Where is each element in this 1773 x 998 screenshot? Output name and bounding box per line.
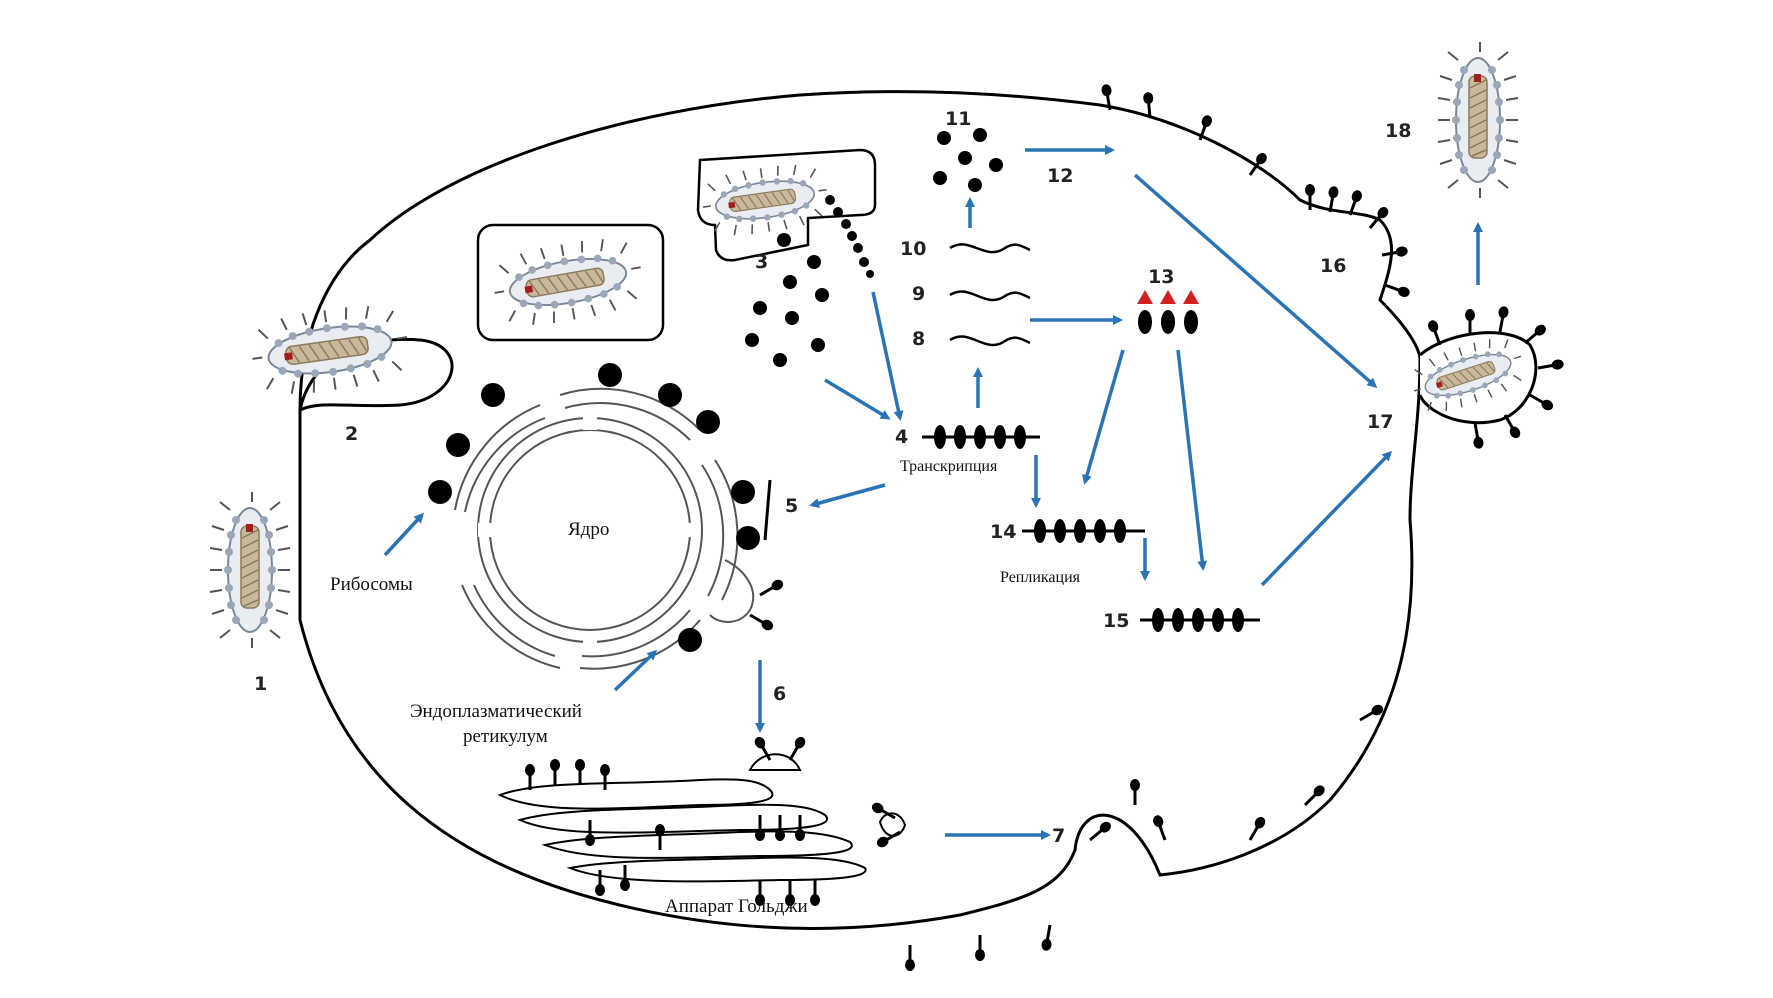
cell-membrane <box>298 90 1422 930</box>
nucleus-label: Ядро <box>568 519 609 540</box>
golgi-apparatus <box>497 753 907 883</box>
genome-chain-4 <box>922 425 1040 449</box>
step-1: 1 <box>254 673 267 695</box>
er-label-line2: ретикулум <box>463 726 548 747</box>
virion-icon <box>1437 41 1519 199</box>
step-16: 16 <box>1320 255 1346 277</box>
step-numbers: 1 2 3 4 5 6 7 8 9 10 11 12 13 14 15 16 1… <box>254 108 1411 847</box>
step-2: 2 <box>345 423 358 445</box>
step-7: 7 <box>1052 825 1065 847</box>
step-4: 4 <box>895 426 908 448</box>
membrane-glycoproteins <box>903 82 1387 973</box>
genome-chain-15 <box>1140 608 1260 632</box>
protein-dots-11 <box>933 128 1003 192</box>
step-12: 12 <box>1047 165 1073 187</box>
step-10: 10 <box>900 238 926 260</box>
step-8: 8 <box>912 328 925 350</box>
transcription-label: Транскрипция <box>900 458 998 475</box>
step-9: 9 <box>912 283 925 305</box>
rna-strand-icon <box>949 243 1031 347</box>
step-14: 14 <box>990 521 1016 543</box>
ribosomes-label: Рибосомы <box>330 574 413 595</box>
virion-icon <box>209 491 291 649</box>
nascent-protein <box>763 479 772 541</box>
nucleus <box>477 414 703 646</box>
rnp-chain <box>825 195 874 278</box>
step-11: 11 <box>945 108 971 130</box>
step-13: 13 <box>1148 266 1174 288</box>
step-3: 3 <box>755 251 768 273</box>
replication-label: Репликация <box>1000 569 1081 586</box>
step-5: 5 <box>785 495 798 517</box>
step-6: 6 <box>773 683 786 705</box>
viral-proteins-13 <box>1137 290 1199 334</box>
step-15: 15 <box>1103 610 1129 632</box>
step-17: 17 <box>1367 411 1393 433</box>
ribosome-icon <box>428 363 760 652</box>
golgi-label: Аппарат Гольджи <box>665 896 808 917</box>
process-arrows <box>383 145 1483 840</box>
ribonucleoprotein-dots <box>745 233 829 367</box>
genome-chain-14 <box>1022 519 1145 543</box>
er-budding <box>709 559 755 623</box>
budding-site-16 <box>1303 182 1413 301</box>
step-18: 18 <box>1385 120 1411 142</box>
er-label-line1: Эндоплазматический <box>410 701 582 722</box>
